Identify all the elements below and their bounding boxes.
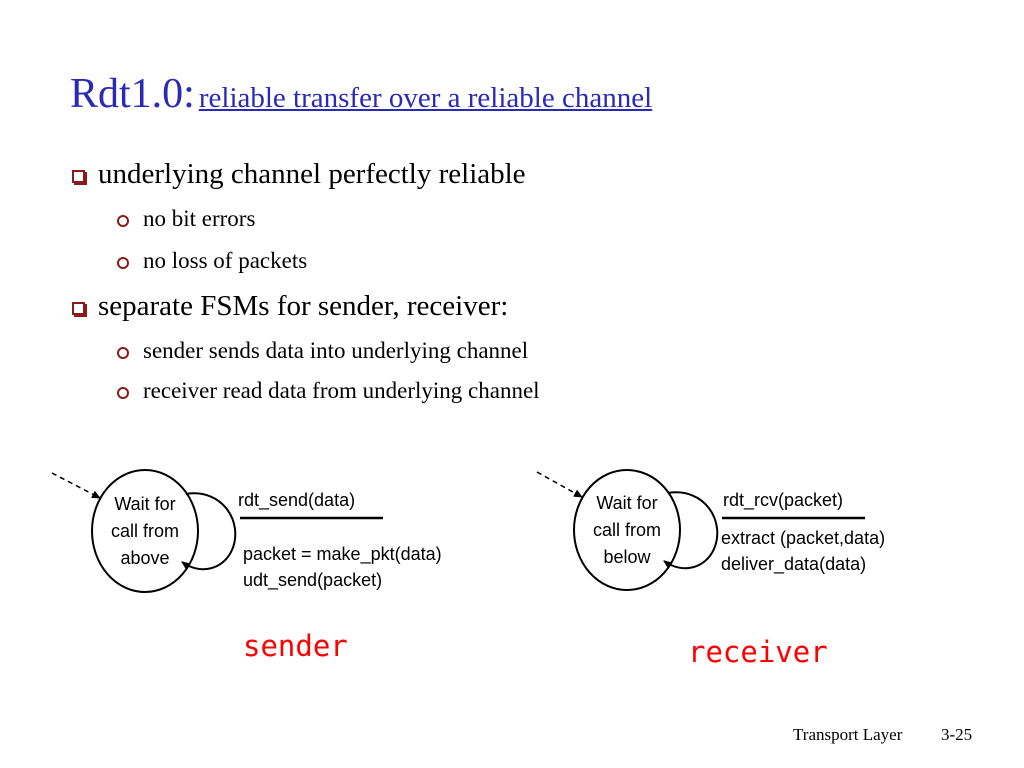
sender-action-1: packet = make_pkt(data)	[243, 544, 442, 564]
receiver-state-line-1: Wait for	[596, 493, 658, 513]
slide-number: 3-25	[941, 725, 973, 744]
receiver-role-label: receiver	[688, 635, 828, 669]
receiver-state-line-3: below	[603, 547, 651, 567]
sub-bullet-2-2: receiver read data from underlying chann…	[143, 378, 540, 403]
square-bullet-icon	[72, 302, 85, 315]
sender-state-line-1: Wait for	[114, 494, 176, 514]
receiver-state-line-2: call from	[592, 520, 661, 540]
receiver-action-2: deliver_data(data)	[721, 554, 867, 574]
sender-event-label: rdt_send(data)	[238, 490, 356, 510]
sub-bullet-2-1: sender sends data into underlying channe…	[143, 338, 529, 363]
receiver-state-label: Wait for call from below	[577, 490, 677, 571]
bullet-2: separate FSMs for sender, receiver:	[98, 290, 509, 322]
square-bullet-icon	[72, 170, 85, 183]
title-subtitle: reliable transfer over a reliable channe…	[198, 82, 653, 114]
sub-bullet-1-2: no loss of packets	[143, 248, 308, 273]
sender-state-line-3: above	[120, 548, 170, 568]
slide-title: Rdt1.0: reliable transfer over a reliabl…	[70, 70, 652, 118]
sender-role-label: sender	[243, 629, 348, 663]
bullet-1: underlying channel perfectly reliable	[98, 158, 526, 190]
circle-bullet-icon	[117, 347, 129, 359]
circle-bullet-icon	[117, 257, 129, 269]
sender-action-2: udt_send(packet)	[243, 570, 383, 590]
sub-bullet-1-1: no bit errors	[143, 206, 256, 231]
circle-bullet-icon	[117, 387, 129, 399]
footer-section-label: Transport Layer	[793, 725, 903, 744]
sender-initial-arrow	[51, 472, 101, 499]
bullet-list: underlying channel perfectly reliable no…	[72, 158, 540, 403]
receiver-initial-arrow	[536, 471, 583, 498]
circle-bullet-icon	[117, 215, 129, 227]
receiver-event-label: rdt_rcv(packet)	[723, 490, 844, 510]
receiver-action-1: extract (packet,data)	[721, 528, 886, 548]
title-main: Rdt1.0:	[70, 71, 195, 117]
sender-state-label: Wait for call from above	[95, 491, 195, 572]
sender-state-line-2: call from	[110, 521, 179, 541]
